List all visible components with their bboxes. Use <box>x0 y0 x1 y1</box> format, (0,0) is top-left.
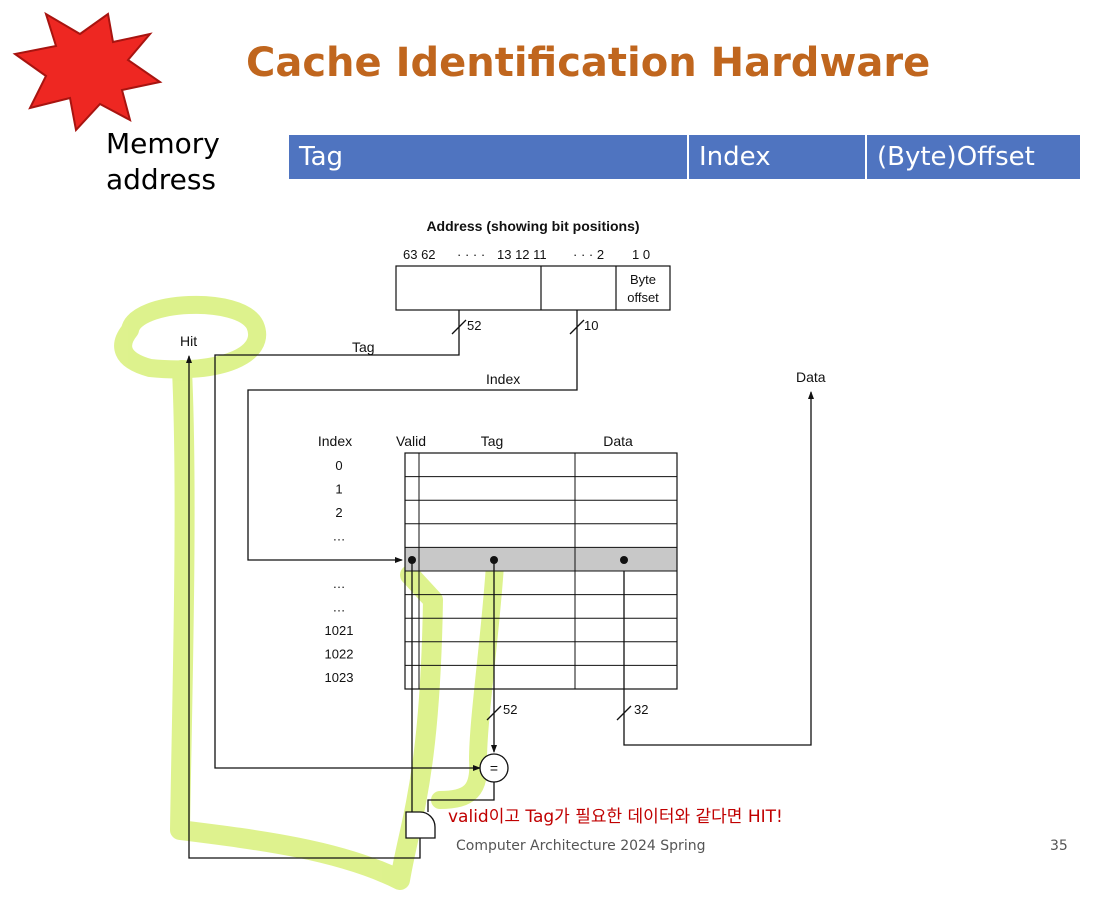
address-field-tag: Tag <box>289 135 689 179</box>
row-index-label: 0 <box>335 458 342 473</box>
data-wire <box>616 391 814 746</box>
hit-highlight-circle <box>114 295 266 379</box>
header-index: Index <box>318 433 352 449</box>
index-wire-label: Index <box>486 371 520 387</box>
tag-bit-width: 52 <box>467 318 481 333</box>
data-bit-width: 32 <box>634 702 648 717</box>
bit-label-63-62: 63 62 <box>403 247 436 262</box>
hit-condition-note: valid이고 Tag가 필요한 데이터와 같다면 HIT! <box>448 807 783 827</box>
address-field-offset: (Byte)Offset <box>867 135 1080 179</box>
row-index-label: 1023 <box>325 670 354 685</box>
index-bit-width: 10 <box>584 318 598 333</box>
and-gate-inputs <box>411 560 495 812</box>
address-field-index: Index <box>689 135 867 179</box>
byte-offset-label-2: offset <box>627 290 659 305</box>
hit-wire <box>186 355 421 859</box>
hit-label: Hit <box>180 333 197 349</box>
highlight-marks <box>114 295 504 890</box>
red-burst-icon <box>12 11 163 133</box>
bit-label-13-12-11: 13 12 11 <box>497 247 547 262</box>
footer-course: Computer Architecture 2024 Spring <box>456 838 706 854</box>
row-index-label: … <box>333 599 346 614</box>
hit-highlight-path <box>170 360 443 890</box>
memory-address-label: Memory address <box>106 126 220 198</box>
bit-label-dots-right: · · · 2 <box>573 247 604 262</box>
header-tag: Tag <box>481 433 504 449</box>
page-number: 35 <box>1050 838 1068 854</box>
tag-wire-label: Tag <box>352 339 375 355</box>
row-index-label: 1 <box>335 481 342 496</box>
memory-label-line1: Memory <box>106 127 220 160</box>
address-format-bar: Tag Index (Byte)Offset <box>289 135 1080 179</box>
bit-label-1-0: 1 0 <box>632 247 650 262</box>
junction-tag <box>490 556 498 564</box>
header-valid: Valid <box>396 433 426 449</box>
header-data: Data <box>603 433 633 449</box>
byte-offset-label-1: Byte <box>630 272 656 287</box>
row-index-label: 1021 <box>325 623 354 638</box>
address-title: Address (showing bit positions) <box>426 218 639 234</box>
comparator-symbol: = <box>490 760 498 776</box>
bit-label-dots-left: · · · · <box>457 247 485 262</box>
junction-valid <box>408 556 416 564</box>
memory-label-line2: address <box>106 163 217 196</box>
tag-wire <box>214 310 481 771</box>
data-output-label: Data <box>796 369 826 385</box>
compare-bit-width: 52 <box>503 702 517 717</box>
row-index-label: … <box>333 529 346 544</box>
junction-data <box>620 556 628 564</box>
slide-title: Cache Identification Hardware <box>246 40 931 86</box>
tag-compare-wire <box>486 560 502 753</box>
cache-table: 0 1 2 … … … 1021 1022 1023 <box>325 452 678 690</box>
address-register <box>395 265 671 311</box>
tag-highlight-path <box>431 556 504 809</box>
row-index-label: 2 <box>335 505 342 520</box>
row-index-label: … <box>333 576 346 591</box>
and-gate <box>405 811 436 839</box>
selected-cache-row <box>405 547 677 571</box>
index-wire <box>247 310 585 563</box>
row-index-label: 1022 <box>325 647 354 662</box>
